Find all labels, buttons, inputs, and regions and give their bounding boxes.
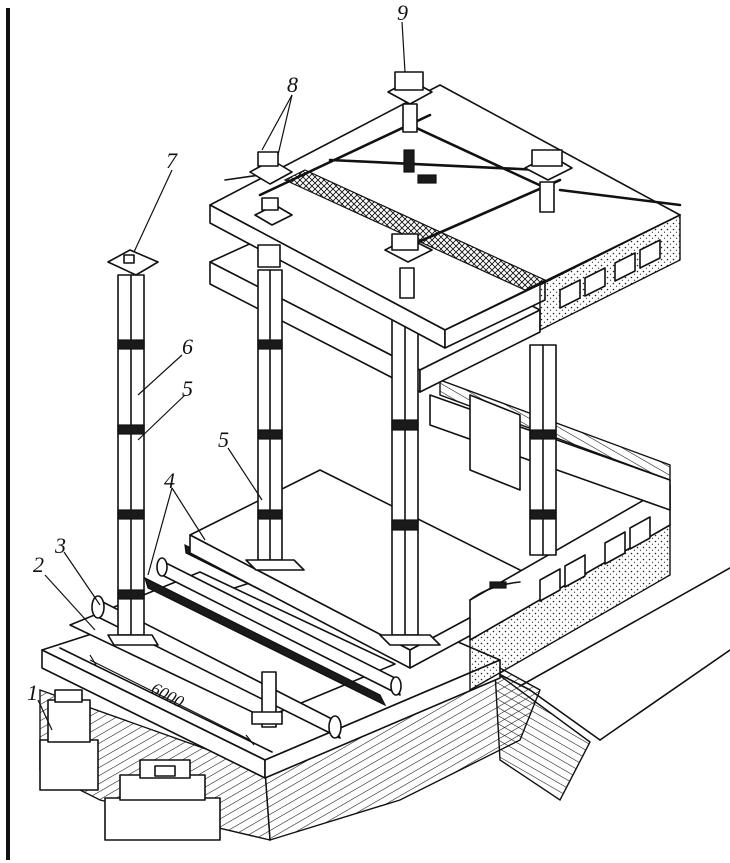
pad-footing-center [104,759,221,841]
upper-windows [559,239,661,309]
label-3: 3 [54,533,66,558]
label-7: 7 [166,148,178,173]
hoist-device [403,149,437,184]
head-9 [387,71,433,133]
top-roof-slab [209,84,681,349]
label-1: 1 [27,680,38,705]
head-front [384,233,433,299]
pad-footing-left [39,689,99,791]
foundation-post [251,671,283,728]
leaders [37,21,406,731]
head-right [524,149,573,213]
column-right [529,344,557,556]
column-mid [245,269,305,571]
label-5-lower: 5 [218,427,229,452]
rear-windows [539,516,651,602]
label-6: 6 [182,334,193,359]
tall-column [107,249,159,646]
label-4: 4 [164,468,175,493]
label-9: 9 [397,0,408,25]
label-8: 8 [287,72,298,97]
column-front [379,294,441,646]
label-2: 2 [33,552,44,577]
label-5-upper: 5 [182,376,193,401]
head-8 [249,151,293,226]
roof-framing [224,113,682,291]
head-mid [257,244,281,268]
column-heads [249,71,573,299]
part-labels: 1 2 3 4 5 5 6 7 8 9 [27,0,408,705]
conduit [469,581,521,601]
